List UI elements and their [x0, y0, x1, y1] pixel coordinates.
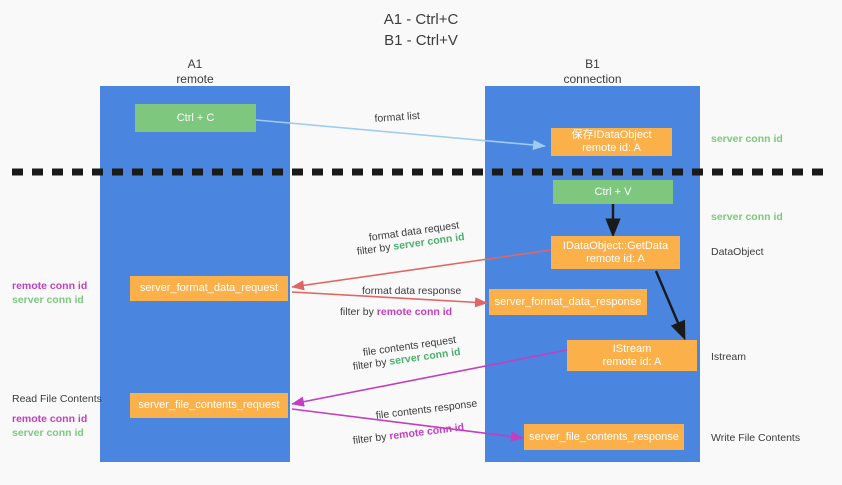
annotation-server-conn-id-2: server conn id [12, 427, 84, 439]
node-server-format-data-request[interactable]: server_format_data_request [130, 276, 288, 301]
annotation-remote-conn-id-1: remote conn id [12, 280, 88, 292]
node-server-format-data-response[interactable]: server_format_data_response [489, 289, 647, 315]
edge-label-format-data-response: format data response [362, 285, 462, 297]
node-save-idataobject[interactable]: 保存IDataObject remote id: A [551, 128, 672, 156]
annotation-server-conn-id-1: server conn id [12, 294, 84, 306]
annotation-conn-ids-file: remote conn id server conn id [12, 412, 87, 440]
annotation-remote-conn-id-2: remote conn id [12, 413, 88, 425]
node-istream[interactable]: IStream remote id: A [567, 340, 697, 371]
page-title: A1 - Ctrl+C B1 - Ctrl+V [383, 11, 459, 49]
arrow-format-data-request [291, 249, 552, 291]
annotation-dataobject: DataObject [711, 246, 764, 258]
lane-a1-sub: remote [176, 72, 214, 86]
edge-label-filter-remote-1: filter by remote conn id [340, 305, 452, 319]
node-ctrl-v[interactable]: Ctrl + V [553, 180, 673, 204]
arrow-file-contents-request [291, 349, 568, 407]
arrow-file-contents-response [291, 408, 524, 442]
annotation-server-conn-id-top: server conn id [711, 133, 783, 145]
lane-a1-name: A1 [187, 57, 203, 71]
arrow-format-list [255, 119, 546, 151]
annotation-server-conn-id-mid: server conn id [711, 211, 783, 223]
annotation-istream: Istream [711, 351, 747, 363]
node-idataobject-getdata[interactable]: IDataObject::GetData remote id: A [551, 236, 680, 269]
arrow-format-data-response [291, 291, 488, 308]
node-server-file-contents-response[interactable]: server_file_contents_response [524, 424, 684, 450]
filter-by-text-2: filter by [340, 306, 377, 318]
lane-b1-name: B1 [585, 57, 600, 71]
remote-conn-id-1: remote conn id [376, 306, 453, 318]
lane-b1-sub: connection [563, 72, 622, 86]
annotation-write-file-contents: Write File Contents [711, 432, 801, 444]
annotation-conn-ids-format: remote conn id server conn id [12, 279, 87, 307]
arrow-getdata-to-istream [654, 270, 686, 341]
annotation-read-file-contents: Read File Contents [12, 393, 102, 405]
node-server-file-contents-request[interactable]: server_file_contents_request [130, 393, 288, 418]
node-ctrl-c[interactable]: Ctrl + C [135, 104, 256, 132]
